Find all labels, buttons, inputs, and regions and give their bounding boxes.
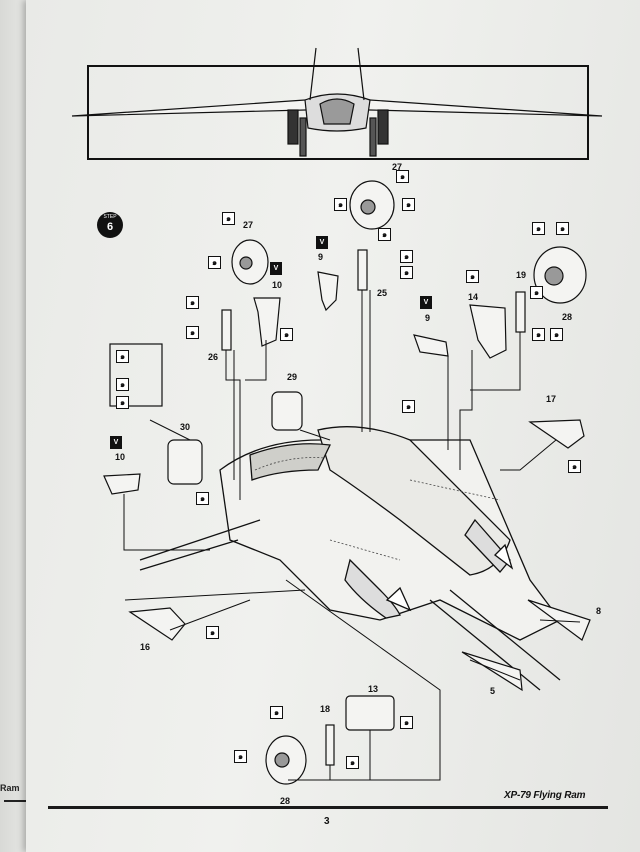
glue-tube-icon: ๑ xyxy=(116,378,129,391)
cover-10b xyxy=(103,473,141,495)
glue-tube-icon: ๑ xyxy=(186,326,199,339)
step-number: 6 xyxy=(106,221,114,233)
glue-tube-icon: ๑ xyxy=(400,250,413,263)
door-9a xyxy=(317,271,339,312)
callout-5: 5 xyxy=(490,686,496,696)
glue-tube-icon: ๑ xyxy=(402,198,415,211)
glue-tube-icon: ๑ xyxy=(334,198,347,211)
strut-18 xyxy=(325,724,335,766)
paint-can-icon: V xyxy=(270,262,282,275)
previous-page-rule xyxy=(4,800,26,802)
glue-tube-icon: ๑ xyxy=(396,170,409,183)
callout-16: 16 xyxy=(140,642,151,652)
callout-30: 30 xyxy=(180,422,191,432)
glue-tube-icon: ๑ xyxy=(400,266,413,279)
glue-tube-icon: ๑ xyxy=(532,222,545,235)
parts xyxy=(103,180,591,785)
glue-tube-icon: ๑ xyxy=(196,492,209,505)
callout-10a: 10 xyxy=(272,280,283,290)
callout-8: 8 xyxy=(596,606,602,616)
glue-tube-icon: ๑ xyxy=(116,350,129,363)
model-name: XP-79 Flying Ram xyxy=(504,790,586,801)
glue-tube-icon: ๑ xyxy=(234,750,247,763)
glue-tube-icon: ๑ xyxy=(532,328,545,341)
canopy-29 xyxy=(271,391,303,431)
callout-19: 19 xyxy=(516,270,527,280)
callout-28a: 28 xyxy=(562,312,573,322)
glue-tube-icon: ๑ xyxy=(550,328,563,341)
paint-can-icon: V xyxy=(420,296,432,309)
glue-tube-icon: ๑ xyxy=(280,328,293,341)
glue-tube-icon: ๑ xyxy=(568,460,581,473)
callout-13: 13 xyxy=(368,684,379,694)
callout-26: 26 xyxy=(208,352,219,362)
cover-17 xyxy=(528,419,585,449)
callout-17: 17 xyxy=(546,394,557,404)
bottom-rule xyxy=(48,806,608,809)
strut-25 xyxy=(357,249,368,291)
page-number: 3 xyxy=(324,816,330,827)
glue-tube-icon: ๑ xyxy=(270,706,283,719)
glue-tube-icon: ๑ xyxy=(208,256,221,269)
callout-10b: 10 xyxy=(115,452,126,462)
glue-tube-icon: ๑ xyxy=(400,716,413,729)
glue-tube-icon: ๑ xyxy=(556,222,569,235)
step-label: STEP xyxy=(103,214,117,220)
callout-18: 18 xyxy=(320,704,331,714)
callout-29: 29 xyxy=(287,372,298,382)
aircraft-isometric-body xyxy=(139,426,561,691)
callout-9a: 9 xyxy=(318,252,324,262)
glue-tube-icon: ๑ xyxy=(530,286,543,299)
glue-tube-icon: ๑ xyxy=(206,626,219,639)
inset-frame xyxy=(109,343,163,407)
overview-frame xyxy=(87,65,589,160)
callout-27a: 27 xyxy=(392,162,403,172)
blade-5 xyxy=(461,651,523,692)
glue-tube-icon: ๑ xyxy=(378,228,391,241)
strut-28 xyxy=(515,291,526,333)
aircraft-front-view xyxy=(71,47,603,157)
paint-can-icon: V xyxy=(110,436,122,449)
glue-tube-icon: ๑ xyxy=(466,270,479,283)
callout-27b: 27 xyxy=(243,220,254,230)
callout-14: 14 xyxy=(468,292,479,302)
glue-tube-icon: ๑ xyxy=(116,396,129,409)
canopy-30 xyxy=(167,439,203,485)
door-10a xyxy=(253,297,281,347)
glue-tube-icon: ๑ xyxy=(186,296,199,309)
leader-lines xyxy=(123,290,581,781)
door-14 xyxy=(469,304,507,359)
glue-tube-icon: ๑ xyxy=(402,400,415,413)
door-9b xyxy=(413,334,449,357)
callout-25: 25 xyxy=(377,288,388,298)
callout-9b: 9 xyxy=(425,313,431,323)
rivet-lines xyxy=(254,457,501,561)
blade-8 xyxy=(527,599,591,641)
glue-tube-icon: ๑ xyxy=(346,756,359,769)
step-badge: STEP 6 xyxy=(97,212,123,238)
previous-page-text: Ram xyxy=(0,783,20,793)
callout-28b: 28 xyxy=(280,796,291,806)
strut-26 xyxy=(221,309,232,351)
paint-can-icon: V xyxy=(316,236,328,249)
detail-13 xyxy=(345,695,395,731)
cover-16 xyxy=(128,607,186,641)
glue-tube-icon: ๑ xyxy=(222,212,235,225)
